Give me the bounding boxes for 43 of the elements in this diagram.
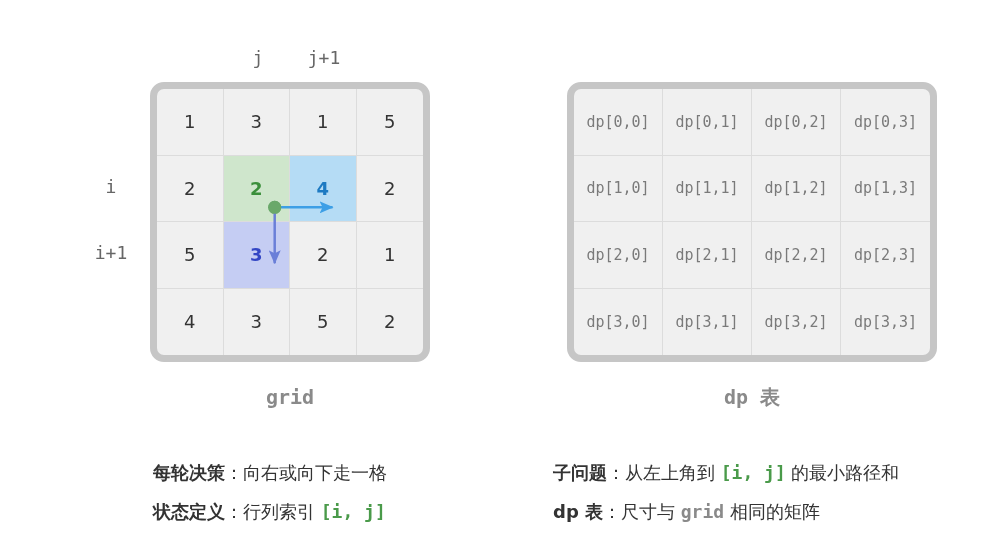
- grid-cell: 2: [223, 155, 290, 222]
- grid-cell: 5: [356, 89, 423, 156]
- table-caption: dp 表: [723, 383, 781, 411]
- row-label: i: [105, 175, 117, 197]
- dp-cell: dp[1,1]: [663, 155, 752, 222]
- grid-cell: 4: [290, 155, 357, 222]
- note-text: 状态定义：行列索引 [i, j]: [153, 500, 386, 524]
- column-label: j+1: [307, 46, 341, 68]
- grid-cell: 2: [157, 155, 224, 222]
- dp-cell: dp[1,3]: [841, 155, 930, 222]
- dp-cell: dp[0,0]: [574, 89, 663, 156]
- grid-cell: 3: [223, 222, 290, 289]
- note-text: 每轮决策：向右或向下走一格: [153, 461, 387, 485]
- dp-cell: dp[1,2]: [752, 155, 841, 222]
- grid-cell: 1: [157, 89, 224, 156]
- grid-cell: 2: [290, 222, 357, 289]
- grid-cell: 3: [223, 89, 290, 156]
- dp-cell: dp[2,0]: [574, 222, 663, 289]
- dp-cell: dp[2,2]: [752, 222, 841, 289]
- grid-cell: 4: [157, 288, 224, 355]
- dp-cell: dp[3,0]: [574, 288, 663, 355]
- dp-cell: dp[3,1]: [663, 288, 752, 355]
- dp-cell: dp[3,2]: [752, 288, 841, 355]
- column-label: j: [252, 46, 264, 68]
- dp-cell: dp[2,3]: [841, 222, 930, 289]
- grid-cell: 5: [157, 222, 224, 289]
- dp-cell: dp[3,3]: [841, 288, 930, 355]
- row-label: i+1: [94, 241, 128, 263]
- grid-cell: 1: [356, 222, 423, 289]
- grid-cell: 2: [356, 288, 423, 355]
- grid-cell: 2: [356, 155, 423, 222]
- note-text: dp 表：尺寸与 grid 相同的矩阵: [553, 500, 820, 524]
- dp-cell: dp[0,3]: [841, 89, 930, 156]
- arrow: [268, 200, 282, 265]
- grid-cell: 3: [223, 288, 290, 355]
- dp-cell: dp[0,2]: [752, 89, 841, 156]
- grid-cell: 5: [290, 288, 357, 355]
- dp-cell: dp[2,1]: [663, 222, 752, 289]
- grid-cell: 1: [290, 89, 357, 156]
- note-text: 子问题：从左上角到 [i, j] 的最小路径和: [553, 461, 900, 485]
- dp-cell: dp[1,0]: [574, 155, 663, 222]
- dp-cell: dp[0,1]: [663, 89, 752, 156]
- table-caption: grid: [265, 385, 315, 409]
